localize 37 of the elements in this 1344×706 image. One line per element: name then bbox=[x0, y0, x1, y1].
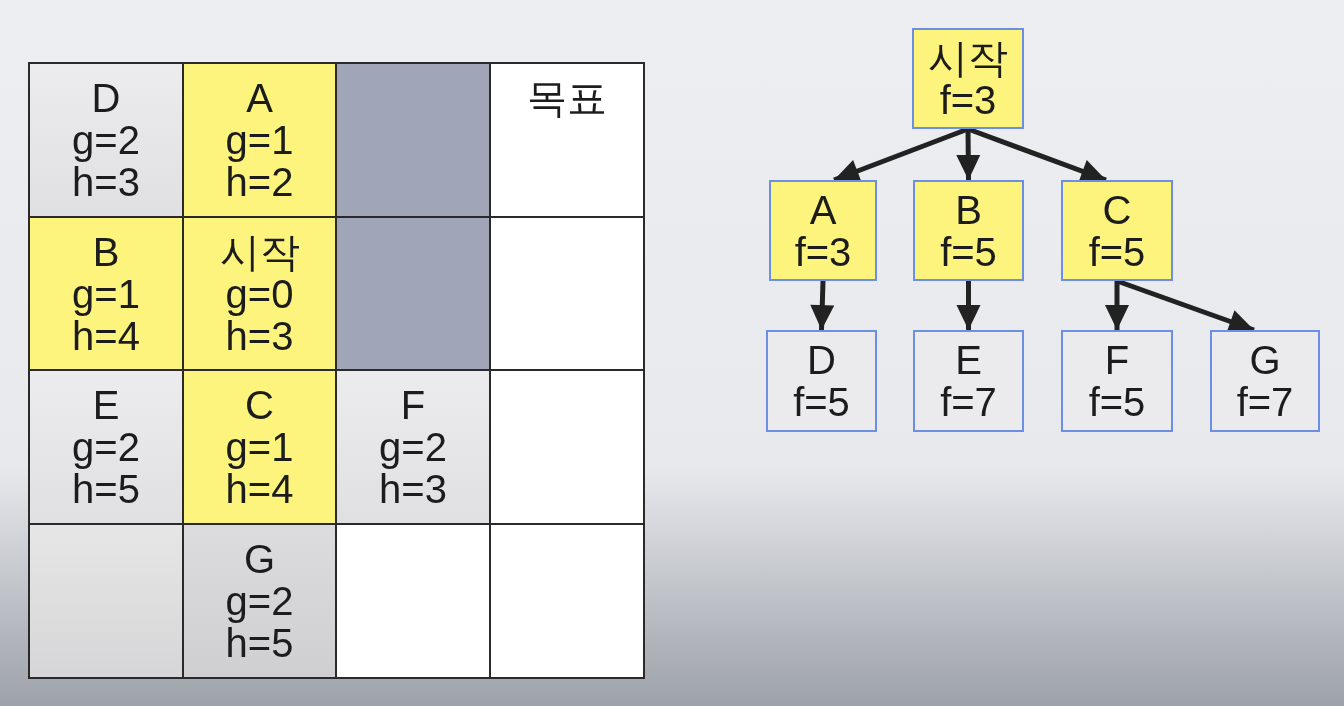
tree-node bbox=[1061, 180, 1173, 281]
node-label: D bbox=[807, 339, 836, 381]
cell-label: 시작 g=0 h=3 bbox=[219, 230, 300, 357]
node-label: A bbox=[809, 188, 837, 231]
cell-label: D g=2 h=3 bbox=[72, 77, 140, 203]
f-score: f=7 bbox=[940, 381, 997, 423]
tree-node bbox=[769, 180, 877, 281]
arrow bbox=[1105, 281, 1129, 330]
cell-label: E g=2 h=5 bbox=[72, 384, 140, 510]
arrow bbox=[956, 128, 981, 181]
f-score: f=7 bbox=[1236, 381, 1294, 423]
tree-node bbox=[1210, 330, 1320, 432]
f-score: f=5 bbox=[1088, 230, 1146, 273]
cell-label: 목표 bbox=[526, 77, 607, 119]
node-label: G bbox=[1249, 339, 1281, 381]
f-score: f=5 bbox=[940, 230, 997, 273]
node-label: C bbox=[1102, 188, 1132, 231]
arrow bbox=[956, 281, 981, 330]
cell-label: G g=2 h=5 bbox=[225, 537, 294, 664]
cell-label: C g=1 h=4 bbox=[225, 384, 294, 510]
node-label: B bbox=[955, 188, 982, 231]
node-label: 시작 bbox=[928, 36, 1008, 79]
f-score: f=5 bbox=[1088, 381, 1146, 423]
arrow bbox=[810, 280, 835, 331]
tree-node bbox=[912, 28, 1024, 129]
f-score: f=3 bbox=[939, 78, 997, 121]
tree-node bbox=[766, 330, 877, 432]
cell-label: A g=1 h=2 bbox=[225, 77, 294, 203]
cell-label: F g=2 h=3 bbox=[379, 384, 447, 510]
tree-node bbox=[1061, 330, 1173, 432]
node-label: E bbox=[955, 339, 982, 381]
tree-node bbox=[913, 180, 1024, 281]
cell-label: B g=1 h=4 bbox=[72, 230, 140, 357]
f-score: f=5 bbox=[793, 381, 850, 423]
f-score: f=3 bbox=[794, 230, 852, 273]
node-label: F bbox=[1104, 339, 1130, 381]
tree-node bbox=[913, 330, 1024, 432]
